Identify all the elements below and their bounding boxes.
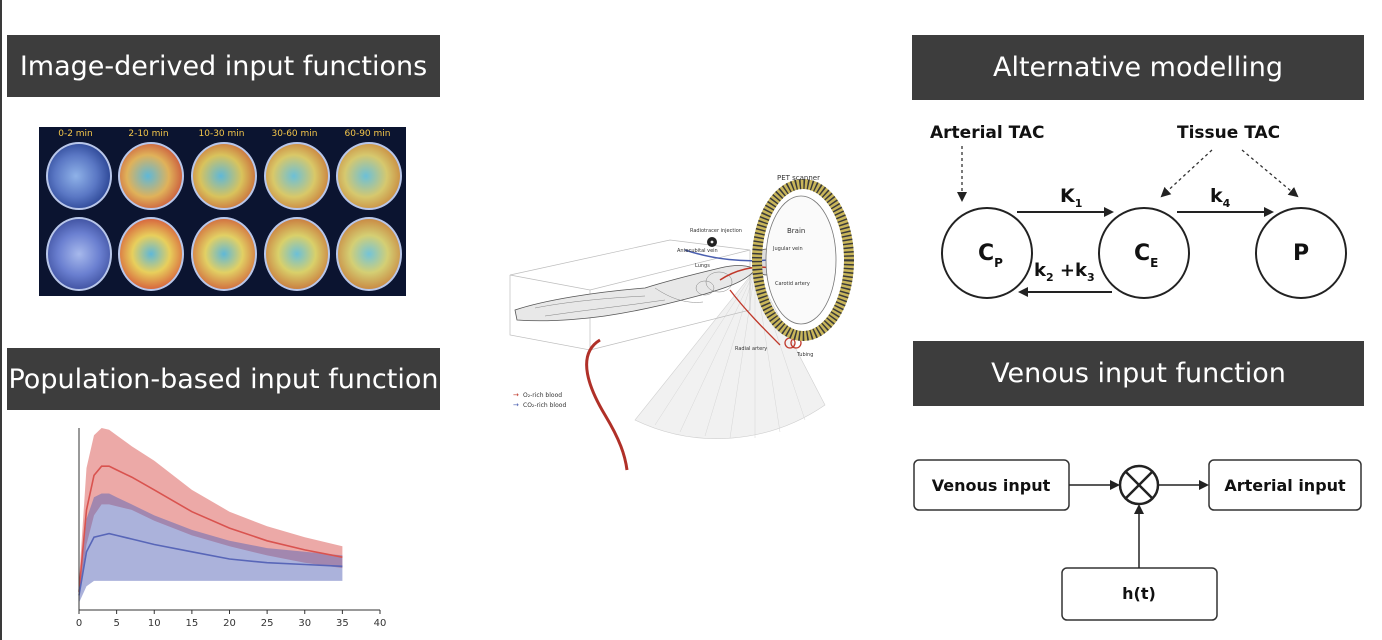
radial-label: Radial artery <box>735 346 767 352</box>
time-label: 10-30 min <box>198 129 245 139</box>
carotid-label: Carotid artery <box>775 281 810 287</box>
brain-scan <box>118 217 184 291</box>
k4-label: k4 <box>1210 185 1231 210</box>
brain-scan <box>118 142 184 210</box>
arterial-input-box <box>1208 459 1362 511</box>
time-label: 0-2 min <box>58 129 93 139</box>
brain-scan <box>336 217 402 291</box>
radial-artery-line <box>729 289 781 346</box>
brain-scan <box>264 142 330 210</box>
radiation-icon-center <box>710 240 714 244</box>
x-tick-label: 10 <box>148 618 161 629</box>
time-label: 60-90 min <box>344 129 391 139</box>
body-detail <box>534 271 733 317</box>
mean-line-0 <box>78 465 343 592</box>
ce-compartment <box>1098 207 1190 299</box>
multiply-cross <box>1124 470 1154 500</box>
x-tick-label: 25 <box>261 618 274 629</box>
scanner-label: PET scanner <box>777 174 820 182</box>
legend-o2-label: O₂-rich blood <box>523 392 562 399</box>
venous-diagram: Venous input Arterial input h(t) <box>913 459 1362 621</box>
k1-label: K1 <box>1060 185 1082 210</box>
brain-scan <box>46 142 112 210</box>
time-label: 2-10 min <box>128 129 169 139</box>
injection-label: Radiotracer injection <box>690 228 742 234</box>
cp-label: CP <box>978 241 1003 270</box>
brain-scan <box>191 217 257 291</box>
population-chart: 0 5 10 15 20 25 30 35 40 <box>76 428 387 629</box>
left-border <box>0 0 2 640</box>
blood-sample-tube <box>585 338 629 471</box>
x-tick-label: 15 <box>186 618 199 629</box>
population-banner: Population-based input function <box>7 348 440 410</box>
time-label: 30-60 min <box>271 129 318 139</box>
x-tick-label: 0 <box>76 618 82 629</box>
brain-label: Brain <box>787 227 805 235</box>
brain-scan <box>264 217 330 291</box>
antecubital-label: Antecubital vein <box>677 248 718 254</box>
image-derived-banner: Image-derived input functions <box>7 35 440 97</box>
arterial-tac-label: Arterial TAC <box>930 123 1045 143</box>
ce-label: CE <box>1134 241 1158 270</box>
tissue-tac-label: Tissue TAC <box>1177 123 1280 143</box>
x-tick-label: 5 <box>113 618 119 629</box>
scanner-bore <box>765 195 837 325</box>
lungs-label: Lungs <box>695 263 710 269</box>
scanner-fan <box>634 269 826 439</box>
x-tick-label: 35 <box>336 618 349 629</box>
alternative-modelling-banner: Alternative modelling <box>912 35 1364 100</box>
scanner-ring-detail <box>752 179 854 341</box>
anatomy-illustration: PET scanner Brain Radiotracer injection … <box>509 174 854 471</box>
compartment-model: Arterial TAC Tissue TAC CP CE P K1 k4 k2… <box>930 123 1347 299</box>
venous-input-label: Venous input <box>932 476 1051 495</box>
brain-scan <box>336 142 402 210</box>
p-compartment <box>1255 207 1347 299</box>
brain-scan <box>46 217 112 291</box>
confidence-band-1 <box>79 493 343 603</box>
legend-co2-label: CO₂-rich blood <box>523 402 566 409</box>
cp-compartment <box>941 207 1033 299</box>
brain-scan <box>191 142 257 210</box>
k2k3-label: k2 +k3 <box>1034 260 1095 284</box>
tissue-tac-arrow-left <box>1160 149 1213 198</box>
x-tick-label: 40 <box>374 618 387 629</box>
legend-o2-arrow: → <box>513 391 519 399</box>
jugular-label: Jugular vein <box>772 246 803 252</box>
pet-image-panel: 0-2 min 2-10 min 10-30 min 30-60 min 60-… <box>39 127 406 296</box>
p-label: P <box>1293 241 1309 266</box>
ht-label: h(t) <box>1122 584 1156 603</box>
legend-co2-arrow: → <box>513 401 519 409</box>
body-outline <box>514 265 756 322</box>
tubing-label: Tubing <box>796 352 813 358</box>
venous-banner: Venous input function <box>913 341 1364 406</box>
mean-line-1 <box>78 532 343 596</box>
fan-lines <box>654 269 806 439</box>
arterial-input-label: Arterial input <box>1224 476 1346 495</box>
x-tick-label: 20 <box>223 618 236 629</box>
tissue-tac-arrow-right <box>1241 149 1299 198</box>
x-tick-label: 30 <box>298 618 311 629</box>
